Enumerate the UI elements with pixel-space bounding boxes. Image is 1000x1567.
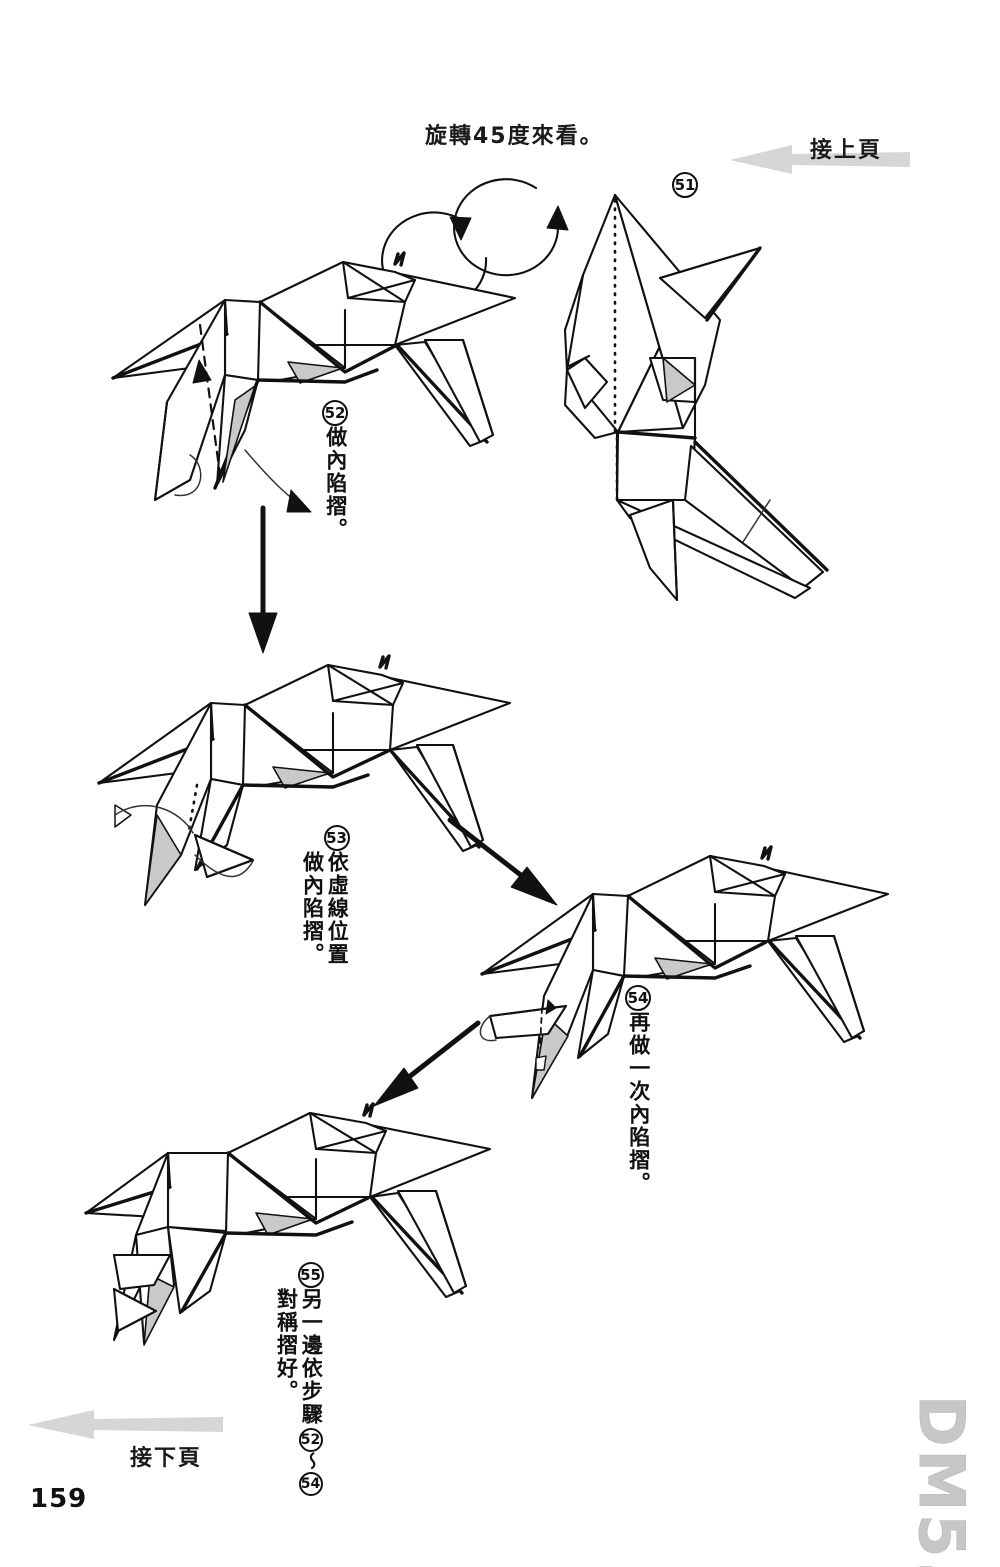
- step-52-caption-text: 做內陷摺。: [323, 426, 348, 541]
- page-number: 159: [30, 1484, 88, 1514]
- step-54-caption: 54 再做一次內陷摺。: [625, 985, 651, 1195]
- step-54-caption-text: 再做一次內陷摺。: [626, 1011, 651, 1195]
- step-number-55: 55: [297, 1262, 324, 1288]
- step-53-caption-line-2: 做內陷摺。: [300, 851, 325, 966]
- step-number-52: 52: [322, 400, 348, 426]
- flow-arrow-down-right-icon: [447, 817, 558, 906]
- origami-figure-52: [111, 251, 517, 513]
- step-number-53: 53: [323, 825, 350, 851]
- step-55-caption-line-1: 另一邊依步驟: [299, 1288, 324, 1426]
- step-number-51: 51: [672, 172, 698, 198]
- step-55-ref-separator: ～: [300, 1452, 322, 1472]
- step-53-caption-line-1: 依虛線位置: [325, 851, 350, 966]
- flow-arrow-down-left-icon: [373, 1020, 481, 1107]
- continue-prev-arrow-icon: [730, 145, 910, 174]
- continue-next-page-label: 接下頁: [130, 1446, 203, 1471]
- origami-figure-upright-51: [563, 193, 829, 602]
- step-55-ref-from: 52: [298, 1428, 323, 1452]
- flow-arrow-down-icon: [248, 505, 278, 654]
- step-55-ref-to: 54: [298, 1472, 323, 1496]
- step-52-caption: 52 做內陷摺。: [322, 400, 348, 541]
- origami-figure-54: [479, 845, 890, 1100]
- step-number-54: 54: [625, 985, 651, 1011]
- origami-figure-55: [84, 1102, 492, 1346]
- site-watermark: DM5.com: [905, 1395, 979, 1567]
- continue-next-arrow-icon: [28, 1410, 223, 1439]
- step-55-caption-line-2: 對稱摺好。: [274, 1288, 299, 1403]
- step-53-caption: 53 依虛線位置 做內陷摺。: [300, 825, 350, 966]
- step-55-caption: 55 另一邊依步驟 52 ～ 54 對稱摺好。: [274, 1262, 324, 1496]
- origami-figure-53: [97, 654, 512, 907]
- continue-prev-page-label: 接上頁: [810, 138, 883, 163]
- step-51-badge: 51: [672, 172, 698, 198]
- rotate-note-text: 旋轉45度來看。: [425, 124, 604, 149]
